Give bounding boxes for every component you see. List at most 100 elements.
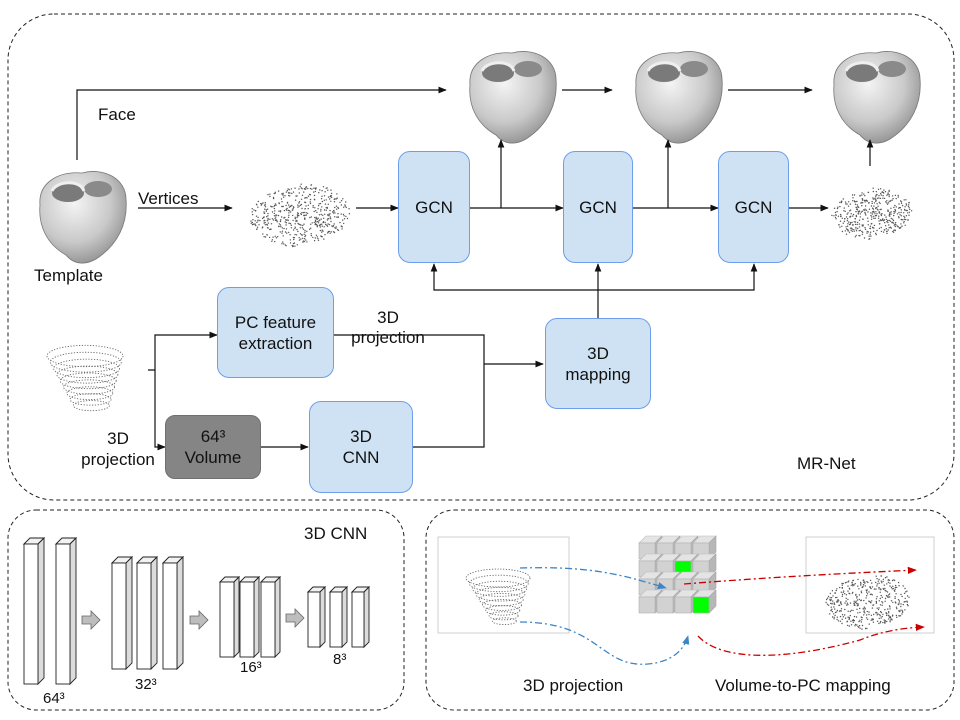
point [271,218,274,220]
point [865,617,868,619]
point [865,214,867,216]
point [297,204,299,206]
point [335,198,338,200]
point [278,225,280,227]
point [264,236,267,238]
point [304,234,307,236]
point [284,231,287,233]
point [292,245,294,248]
point [312,205,314,207]
point [847,212,849,214]
point [863,611,865,613]
point [319,229,322,232]
point [898,610,900,612]
point [848,616,850,619]
point [866,627,868,630]
point [846,228,849,231]
slice-ring [66,386,114,401]
point [280,219,282,221]
projection-left-label: 3D projection [81,429,155,469]
point [876,585,878,587]
point [884,222,886,224]
point [885,216,887,218]
point [298,237,300,239]
point [844,608,846,611]
slice-ring [72,400,110,412]
cnn-block-side [341,585,348,649]
point [271,211,274,213]
point [309,187,312,190]
point [854,625,856,627]
point [298,239,301,241]
point [264,224,266,226]
point [860,592,863,594]
point [324,191,326,193]
gcn-box-2: GCN [563,151,633,263]
point [848,587,851,589]
point [878,220,880,222]
point [836,616,838,618]
point [316,224,318,227]
point [860,616,862,618]
point [897,225,899,228]
point [840,602,842,604]
point [300,238,302,240]
point [267,193,269,196]
point [847,230,849,232]
point [299,185,301,188]
point [848,231,851,233]
point [864,585,866,587]
point [886,583,888,585]
point [849,216,851,218]
point [866,232,868,234]
point [260,204,263,206]
point [873,215,875,217]
point [282,241,284,243]
point [861,224,863,226]
point [878,578,880,581]
point [892,587,894,590]
point [846,213,848,215]
point [888,615,890,617]
point [274,235,276,237]
point [836,596,838,599]
point [853,229,855,231]
point [901,204,904,207]
point [285,224,287,226]
point [904,597,906,600]
point [848,201,850,203]
point [901,611,904,613]
point [295,234,298,236]
point [854,236,857,238]
panel-projection-label: 3D projection [523,676,624,695]
point [318,224,321,227]
point [894,222,897,224]
point [858,625,861,627]
point [886,202,888,204]
cnn-panel-title: 3D CNN [304,524,368,543]
point [861,624,864,627]
point [320,218,322,220]
point [298,223,300,225]
point [856,221,859,224]
point [888,189,890,192]
point [841,593,844,596]
point [882,195,884,197]
point [333,210,335,212]
mapping-to-gcn3-arrow [598,263,758,291]
point [878,197,880,199]
slice-ring [49,351,122,373]
point [842,582,844,585]
point [864,227,866,229]
point [859,213,861,215]
point [839,615,842,618]
point [870,218,873,220]
point [887,193,889,195]
point [853,221,855,223]
point [340,200,343,202]
point [889,596,891,598]
point [846,225,849,227]
point [315,223,318,226]
point [330,220,332,223]
mrnet-panel-border [7,13,955,501]
